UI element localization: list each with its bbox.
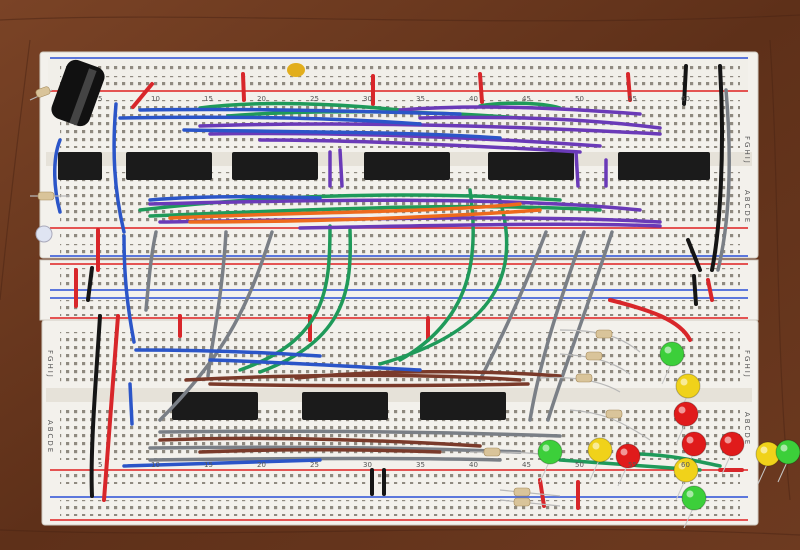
led-green [681,485,707,529]
led-yellow [587,437,613,481]
ic-chip [232,152,318,180]
led-green [659,341,685,385]
led-yellow [673,457,699,501]
led-yellow [755,441,781,485]
resistors [29,86,651,507]
led-red [681,431,707,475]
ic-chip [302,392,388,420]
ic-chip [618,152,710,180]
jumper-wires [52,64,744,510]
ic-chip [172,392,258,420]
ic-chip [126,152,212,180]
power-rail-middle [39,259,759,321]
ic-chip [364,152,450,180]
ic-chip [58,152,102,180]
electrolytic-capacitor [51,59,105,127]
ic-chip [420,392,506,420]
wood-grain [0,14,800,536]
ceramic-capacitor [287,63,305,77]
led-left [35,225,53,243]
led-green [775,439,800,483]
breadboard-bottom [41,319,759,526]
ic-chips-bottom [172,392,506,420]
ic-chips-top [58,152,710,180]
led-green [537,439,563,483]
led-red [615,443,641,487]
led-red [719,431,745,475]
led-cluster [537,341,800,529]
ic-chip [488,152,574,180]
led-red [673,401,699,445]
